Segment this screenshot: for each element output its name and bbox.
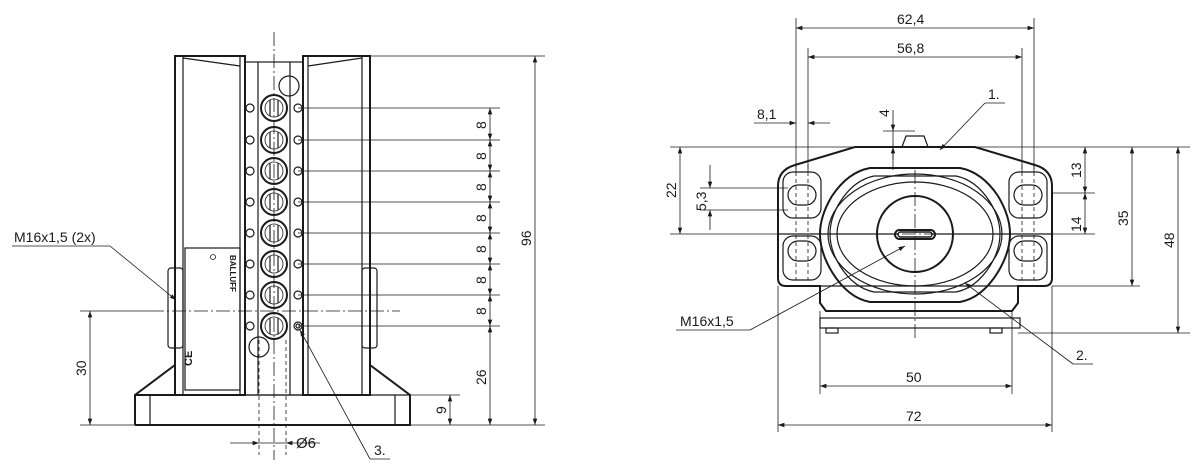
front-view: 62,4 56,8 8,1 4 22 5,3 — [663, 11, 1190, 432]
dim-22: 22 — [663, 147, 683, 234]
dim-label: 8,1 — [757, 106, 777, 122]
dim-35: 35 — [1115, 147, 1135, 286]
front-extension-lines — [670, 18, 1190, 432]
dim-30: 30 — [73, 310, 150, 426]
brand-text: BALLUFF — [228, 255, 237, 292]
dim-label: 8 — [473, 152, 489, 160]
dim-label: 48 — [1161, 232, 1177, 248]
pitch-extension-lines — [298, 55, 545, 426]
ce-mark: CE — [183, 351, 195, 366]
dim-9: 9 — [433, 395, 453, 425]
dim-26: 26 — [473, 326, 493, 425]
dim-label: 62,4 — [897, 11, 924, 27]
dim-label: 8 — [473, 245, 489, 253]
dim-label: 8 — [473, 307, 489, 315]
dim-label: Ø6 — [296, 435, 316, 452]
callout-text: 2. — [1076, 347, 1088, 363]
right-housing — [302, 55, 378, 396]
dim-4: 4 — [876, 109, 915, 170]
dim-label: 8 — [473, 276, 489, 284]
dim-label: 26 — [473, 369, 489, 385]
dim-label: 96 — [518, 230, 534, 246]
callout-text: 1. — [988, 86, 1000, 102]
dim-label: 8 — [473, 183, 489, 191]
dim-14: 14 — [1068, 193, 1088, 234]
mounting-hole-top — [278, 75, 300, 97]
dim-5-3: 5,3 — [693, 165, 713, 230]
dim-96: 96 — [518, 56, 538, 425]
callout-2: 2. — [964, 282, 1093, 365]
dim-13: 13 — [1068, 147, 1088, 193]
callout-text: 3. — [374, 442, 386, 458]
left-housing — [167, 55, 246, 396]
dim-label: 72 — [906, 408, 922, 424]
dim-label: 50 — [906, 369, 922, 385]
callout-thread: M16x1,5 — [676, 245, 906, 331]
marking-dot — [210, 254, 216, 260]
dim-label: 56,8 — [897, 40, 924, 56]
dim-diameter: Ø6 — [230, 435, 320, 452]
dim-label: 35 — [1115, 210, 1131, 226]
dim-8-1: 8,1 — [754, 106, 830, 126]
dim-label: 13 — [1068, 162, 1084, 178]
side-view: BALLUFF CE 8 8 8 — [12, 32, 545, 460]
callout-3: 3. — [299, 329, 390, 460]
dim-label: 5,3 — [693, 191, 709, 211]
dim-label: 8 — [473, 214, 489, 222]
switch-pin — [245, 157, 303, 185]
dim-label: 8 — [473, 121, 489, 129]
dim-label: 22 — [663, 182, 679, 198]
callout-text: M16x1,5 (2x) — [14, 229, 96, 245]
dim-72: 72 — [778, 408, 1052, 428]
dim-48: 48 — [1161, 147, 1181, 333]
dim-50: 50 — [820, 369, 1012, 389]
dim-pitch: 8 8 8 8 8 8 8 — [473, 108, 493, 326]
callout-text: M16x1,5 — [680, 313, 734, 329]
dim-label: 14 — [1068, 216, 1084, 232]
switch-pins — [245, 75, 303, 358]
dim-label: 9 — [433, 406, 449, 414]
dim-62-4: 62,4 — [796, 11, 1034, 31]
dim-label: 30 — [73, 360, 89, 376]
callout-thread-2x: M16x1,5 (2x) — [12, 229, 177, 301]
dim-label: 4 — [876, 109, 892, 117]
mounting-slots — [782, 171, 1048, 281]
dim-56-8: 56,8 — [808, 40, 1022, 60]
callout-1: 1. — [939, 86, 1005, 151]
